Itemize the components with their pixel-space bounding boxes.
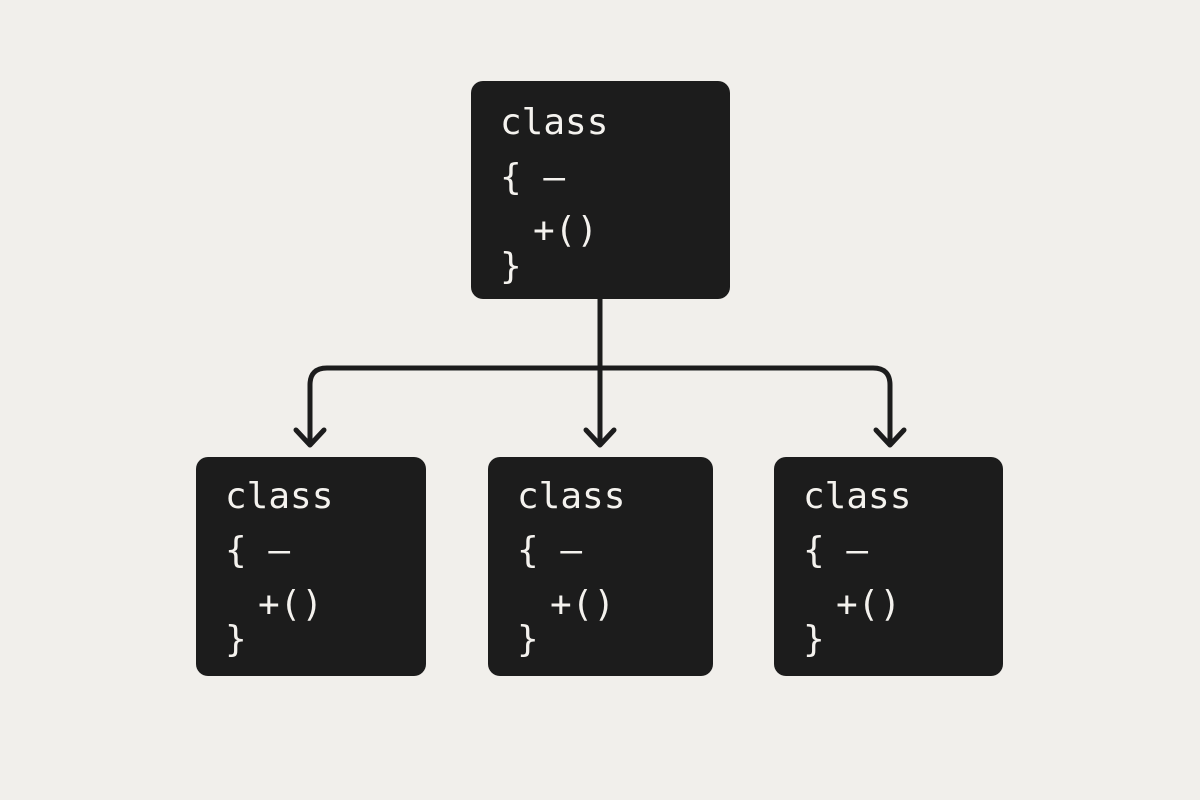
branch-connector — [307, 365, 893, 444]
arrowhead-middle — [583, 427, 617, 448]
method-line: +() — [836, 584, 902, 625]
method-line: +() — [550, 584, 616, 625]
child-class-node-left: class { – +() } — [196, 457, 426, 676]
field-line: { – — [225, 530, 291, 571]
field-line: { – — [500, 157, 566, 198]
arrowhead-right — [873, 427, 907, 448]
closing-brace: } — [803, 619, 825, 660]
closing-brace: } — [500, 246, 522, 287]
method-line: +() — [258, 584, 324, 625]
child-class-node-middle: class { – +() } — [488, 457, 713, 676]
closing-brace: } — [225, 619, 247, 660]
field-line: { – — [803, 530, 869, 571]
closing-brace: } — [517, 619, 539, 660]
class-keyword: class — [225, 476, 334, 517]
class-keyword: class — [517, 476, 626, 517]
field-line: { – — [517, 530, 583, 571]
class-keyword: class — [803, 476, 912, 517]
method-line: +() — [533, 210, 599, 251]
root-class-node: class { – +() } — [471, 81, 730, 299]
arrowhead-left — [293, 427, 327, 448]
child-class-node-right: class { – +() } — [774, 457, 1003, 676]
class-keyword: class — [500, 102, 609, 143]
